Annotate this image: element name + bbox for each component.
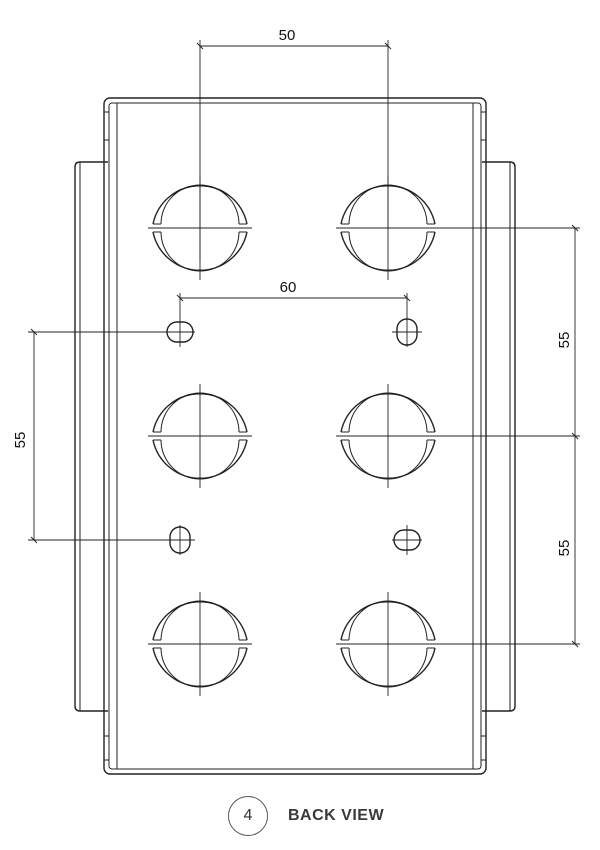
dimension-label-55-left: 55 — [12, 432, 29, 449]
dimension-label-55-right-upper: 55 — [556, 332, 573, 349]
dimension-label-55-right-lower: 55 — [556, 540, 573, 557]
left-mounting-flange — [74, 161, 108, 712]
mounting-slots — [165, 317, 422, 555]
mounting-slot — [392, 525, 422, 555]
dimension-label-50: 50 — [279, 27, 296, 44]
view-title: BACK VIEW — [288, 807, 385, 824]
dimension-slot-horizontal: 60 — [176, 279, 411, 318]
knockout-hole — [336, 384, 440, 488]
dimension-hole-horizontal: 50 — [196, 27, 392, 260]
mounting-slot — [392, 317, 422, 347]
dimension-label-60: 60 — [280, 279, 297, 296]
view-number-badge: 4 — [228, 796, 268, 836]
knockout-hole — [148, 592, 252, 696]
dimension-hole-vertical-lower: 55 — [390, 436, 580, 648]
right-mounting-flange — [482, 161, 516, 712]
knockout-hole — [148, 384, 252, 488]
view-label: 4 BACK VIEW — [228, 795, 384, 837]
cable-knockout-holes — [148, 176, 440, 696]
dimension-slot-vertical: 55 — [12, 328, 170, 544]
